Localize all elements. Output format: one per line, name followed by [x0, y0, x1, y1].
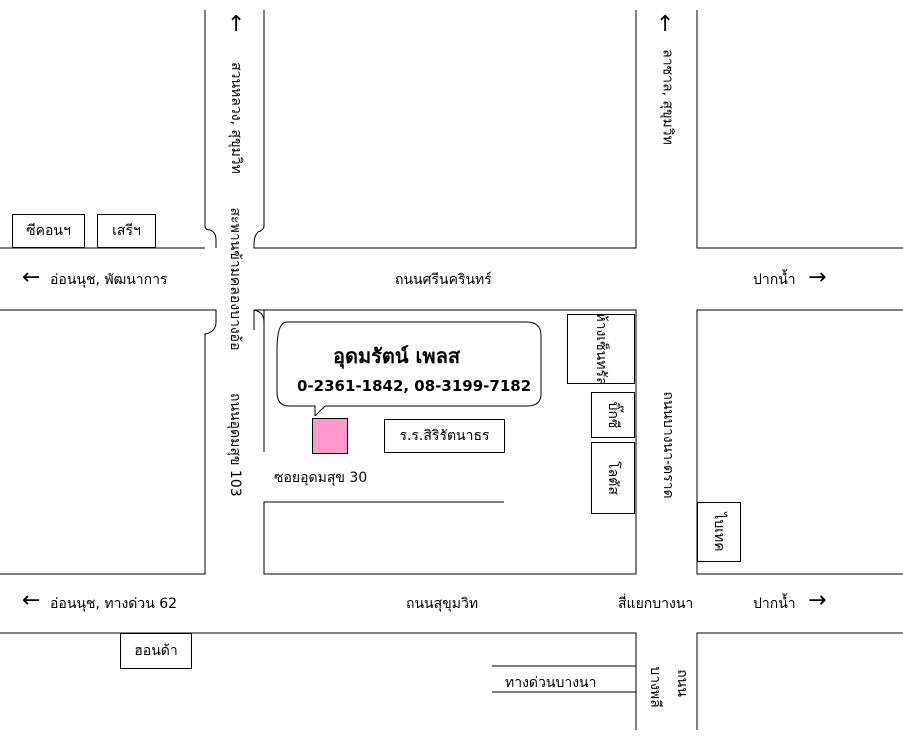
callout-phone: 0-2361-1842, 08-3199-7182: [297, 377, 532, 395]
place-seri: เสรีฯ: [97, 214, 156, 248]
place-bitec-label: ไบเทค: [711, 512, 727, 552]
road-sukhumvit: ถนนสุขุมวิท: [406, 596, 479, 612]
place-school-label: ร.ร.สิริรัตนาธร: [399, 428, 490, 444]
place-lotus: โลตัส: [591, 442, 635, 514]
direction-east-top: ปากน้ำ: [753, 272, 796, 288]
place-seri-label: เสรีฯ: [112, 223, 141, 239]
place-honda-label: ฮอนด้า: [134, 643, 178, 659]
direction-west-top: อ่อนนุช, พัฒนาการ: [50, 272, 168, 288]
direction-west-bottom: อ่อนนุช, ทางด่วน 62: [50, 596, 178, 612]
place-bigc: บิ๊กซี: [591, 392, 635, 438]
direction-south-right: บางพลี: [647, 666, 663, 708]
place-lotus-label: โลตัส: [605, 461, 621, 495]
block-top-left: [0, 10, 217, 249]
direction-south-far: ถนน: [674, 669, 690, 697]
place-seacon: ซีคอนฯ: [12, 214, 85, 248]
intersection-bangna: สี่แยกบางนา: [618, 596, 694, 612]
place-seacon-label: ซีคอนฯ: [26, 223, 71, 239]
direction-east-bottom: ปากน้ำ: [753, 596, 796, 612]
arrow-up-icon: ↑: [227, 12, 246, 37]
arrow-left-icon: ←: [22, 265, 41, 290]
place-bitec: ไบเทค: [697, 502, 741, 562]
place-school: ร.ร.สิริรัตนาธร: [384, 419, 505, 453]
block-bottom-left: [0, 632, 637, 730]
place-central: ห้างเซ็นทรัล: [567, 314, 635, 384]
place-honda: ฮอนด้า: [120, 633, 192, 669]
road-srinakarin: ถนนศรีนครินทร์: [395, 272, 492, 288]
block-mid-right: [696, 309, 903, 575]
arrow-left-icon: ←: [22, 588, 41, 613]
block-mid-left: [0, 309, 217, 575]
road-soi-udomsuk-30: ซอยอุดมสุข 30: [274, 470, 368, 486]
callout-bubble: [276, 321, 542, 416]
callout-name: อุดมรัตน์ เพลส: [333, 344, 461, 368]
road-bangna-expressway: ทางด่วนบางนา: [505, 675, 597, 691]
direction-north-right: ลาซาล, สุขุมวิท: [659, 49, 676, 145]
place-central-label: ห้างเซ็นทรัล: [593, 314, 609, 384]
road-udomsuk-103: ถนนอุดมสุข 103: [227, 393, 243, 497]
expressway-line: [492, 665, 636, 693]
direction-north-left: สวนหลวง, สุขุมวิท: [228, 62, 244, 174]
arrow-up-icon: ↑: [656, 12, 675, 37]
place-bigc-label: บิ๊กซี: [605, 401, 621, 429]
bridge-label: สะพานข้ามคลองบางอ้อ: [227, 207, 243, 351]
block-top-middle: [253, 10, 637, 249]
location-marker: [312, 418, 348, 454]
arrow-right-icon: →: [808, 588, 827, 613]
block-top-right: [696, 10, 903, 249]
arrow-right-icon: →: [808, 265, 827, 290]
road-bangna-trat: ถนนบางนา-ตราด: [660, 391, 676, 499]
block-bottom-right: [696, 632, 903, 730]
